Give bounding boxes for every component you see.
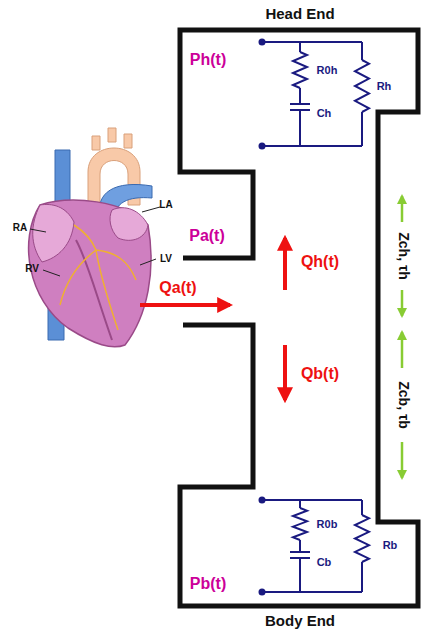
circuit-wire — [299, 110, 301, 146]
pressure-label: Ph(t) — [190, 51, 226, 69]
impedance-label: Zcb, τb — [396, 381, 412, 428]
septum — [76, 240, 112, 340]
circuit-wire — [355, 515, 369, 562]
circuit-wire — [293, 508, 307, 540]
terminal-dot — [259, 39, 266, 46]
circuit-wire — [361, 42, 363, 60]
right-atrium — [33, 204, 74, 262]
chamber-label: LA — [159, 199, 172, 211]
flow-arrow — [283, 345, 287, 400]
circuit-wire — [355, 60, 369, 112]
circuit-wire — [299, 500, 301, 508]
circuit-wire — [299, 540, 301, 552]
end-heading: Head End — [265, 5, 334, 22]
conduction-path — [60, 225, 136, 330]
circuit-wire — [361, 500, 363, 515]
vessel-end-chamber: Body End Pb(t) — [180, 480, 420, 637]
flow-arrow — [140, 303, 230, 307]
component-label: R0b — [317, 518, 338, 531]
component-label: Rh — [377, 80, 392, 93]
length-arrow — [401, 332, 404, 368]
length-arrow — [401, 442, 404, 478]
length-arrow — [401, 290, 404, 316]
pressure-label: Pa(t) — [189, 227, 225, 245]
component-label: Ch — [317, 107, 332, 120]
length-arrow — [401, 196, 404, 222]
circuit-wire — [299, 42, 301, 52]
heart-body — [29, 200, 151, 347]
terminal-dot — [259, 143, 266, 150]
component-label: Cb — [317, 556, 332, 569]
circuit-wire — [299, 88, 301, 104]
terminal-dot — [259, 497, 266, 504]
circuit-wire — [361, 562, 363, 592]
arch-branches — [92, 128, 132, 150]
heart-illustration — [29, 128, 160, 347]
vessel-wall — [180, 30, 418, 606]
circuit-wire — [262, 499, 362, 501]
impedance-label: Zch, τh — [396, 232, 412, 279]
circuit-wire — [262, 145, 362, 147]
circuit-wire — [293, 52, 307, 88]
flow-label: Qb(t) — [301, 365, 339, 383]
rc-circuit — [262, 500, 369, 592]
flow-label: Qh(t) — [301, 253, 339, 271]
pressure-label: Pb(t) — [190, 575, 226, 593]
left-atrium — [110, 208, 148, 241]
end-heading: Body End — [265, 612, 335, 629]
circuit-wire — [290, 103, 310, 105]
circuit-wire — [299, 558, 301, 592]
terminal-dot — [259, 589, 266, 596]
chamber-label: RA — [13, 222, 27, 234]
component-label: R0h — [317, 64, 338, 77]
flow-label: Qa(t) — [159, 279, 196, 297]
component-label: Rb — [383, 539, 398, 552]
chamber-label: LV — [160, 253, 172, 265]
circuit-wire — [361, 112, 363, 146]
flow-arrow — [283, 238, 287, 290]
leader-line — [30, 207, 160, 276]
circuit-wire — [290, 551, 310, 553]
windkessel-circuits — [259, 39, 370, 596]
rc-circuit — [262, 42, 369, 146]
chamber-label: RV — [25, 263, 39, 275]
circuit-wire — [262, 41, 362, 43]
circuit-wire — [262, 591, 362, 593]
